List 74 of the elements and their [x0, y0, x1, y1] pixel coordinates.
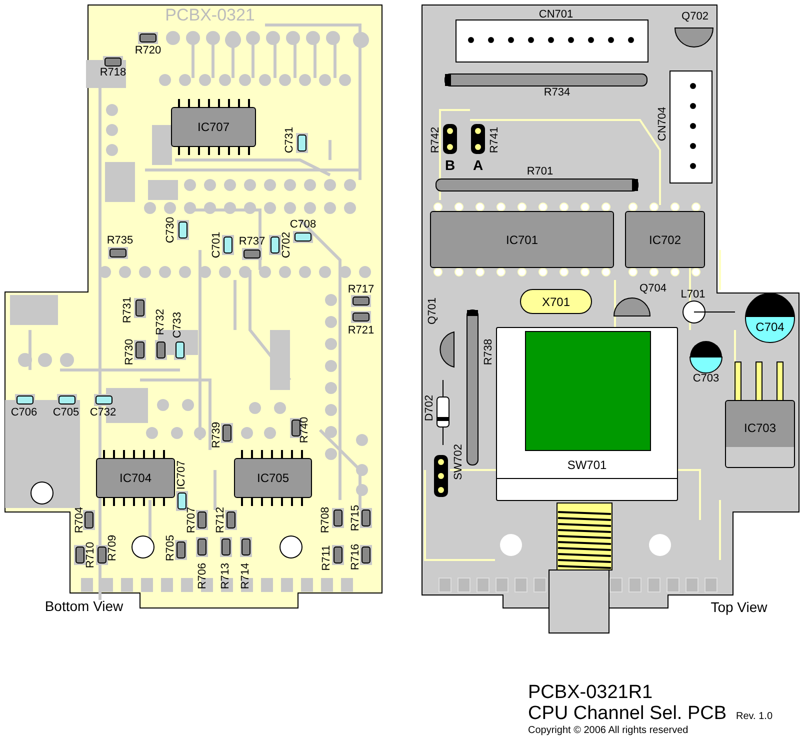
- ic-chip: [171, 107, 256, 147]
- component-label: R741: [490, 126, 500, 154]
- component-label: R716: [350, 544, 362, 570]
- component-label: R711: [322, 545, 332, 571]
- component-label: C701: [212, 232, 222, 258]
- component-label: SW701: [567, 458, 607, 472]
- ic-chip: [96, 458, 175, 498]
- component-label: R718: [100, 68, 126, 78]
- component-label: R706: [198, 562, 208, 590]
- crystal: [520, 289, 592, 314]
- component-label: C731: [284, 126, 296, 154]
- component-label: R705: [166, 534, 176, 562]
- rotary-switch: [496, 327, 678, 501]
- component-label: C702: [282, 232, 292, 258]
- component-label: C733: [172, 312, 184, 338]
- component-label: R720: [134, 46, 162, 56]
- component-label: IC703: [744, 421, 776, 435]
- component-label: R717: [348, 284, 374, 296]
- ic-chip: [625, 211, 705, 268]
- component-label: Q704: [640, 284, 666, 294]
- component-label: R739: [212, 422, 222, 448]
- component-label: IC707: [197, 120, 230, 134]
- component-label: R738: [484, 338, 494, 366]
- title-line: PCBX-0321R1: [528, 682, 653, 702]
- board-number: PCBX-0321: [165, 6, 255, 24]
- component-label: D702: [424, 394, 436, 422]
- component-label: R735: [106, 236, 134, 246]
- component-label: R709: [108, 534, 118, 562]
- component-label: C730: [166, 216, 176, 244]
- component-label: R731: [122, 296, 134, 324]
- component-label: R712: [216, 506, 226, 534]
- component-label: CN704: [658, 106, 668, 142]
- component-label: IC705: [256, 471, 290, 485]
- component-label: R732: [156, 308, 166, 336]
- component-label: IC702: [648, 232, 682, 246]
- component-label: Q702: [682, 12, 708, 22]
- voltage-regulator: [725, 400, 795, 468]
- component-label: IC707: [176, 460, 188, 490]
- jumper-letter: A: [472, 158, 484, 172]
- component-label: R714: [240, 562, 252, 590]
- component-label: IC704: [119, 471, 152, 485]
- component-label: R737: [238, 236, 266, 248]
- component-label: C732: [90, 408, 116, 418]
- component-label: X701: [542, 294, 570, 308]
- component-label: R730: [124, 338, 136, 366]
- view-label: Bottom View: [44, 599, 124, 613]
- component-label: C706: [10, 408, 38, 418]
- component-label: L701: [680, 290, 706, 300]
- component-label: C708: [290, 220, 316, 230]
- component-label: C703: [692, 374, 720, 384]
- component-label: Q701: [428, 298, 438, 324]
- component-label: SW702: [454, 444, 464, 480]
- title-line: CPU Channel Sel. PCB: [528, 704, 727, 722]
- component-label: R708: [320, 506, 332, 534]
- ic-chip: [430, 211, 614, 268]
- component-label: R704: [74, 506, 86, 534]
- ic-chip: [234, 458, 312, 498]
- note: Rev. 1.0: [736, 712, 772, 722]
- component-label: R701: [526, 166, 554, 178]
- component-label: CN701: [538, 10, 574, 20]
- component-label: R713: [220, 562, 232, 590]
- component-label: R715: [350, 504, 362, 532]
- component-label: R740: [300, 416, 310, 444]
- component-label: R734: [544, 88, 570, 98]
- component-label: C705: [52, 408, 80, 418]
- component-label: IC701: [506, 232, 538, 246]
- jumper-letter: B: [444, 158, 456, 172]
- component-label: R707: [186, 506, 198, 534]
- view-label: Top View: [710, 600, 768, 614]
- note: Copyright © 2006 All rights reserved: [528, 726, 688, 736]
- component-label: R710: [86, 542, 96, 568]
- component-label: R742: [430, 126, 442, 154]
- component-label: R721: [348, 326, 374, 336]
- component-label: C704: [756, 320, 784, 334]
